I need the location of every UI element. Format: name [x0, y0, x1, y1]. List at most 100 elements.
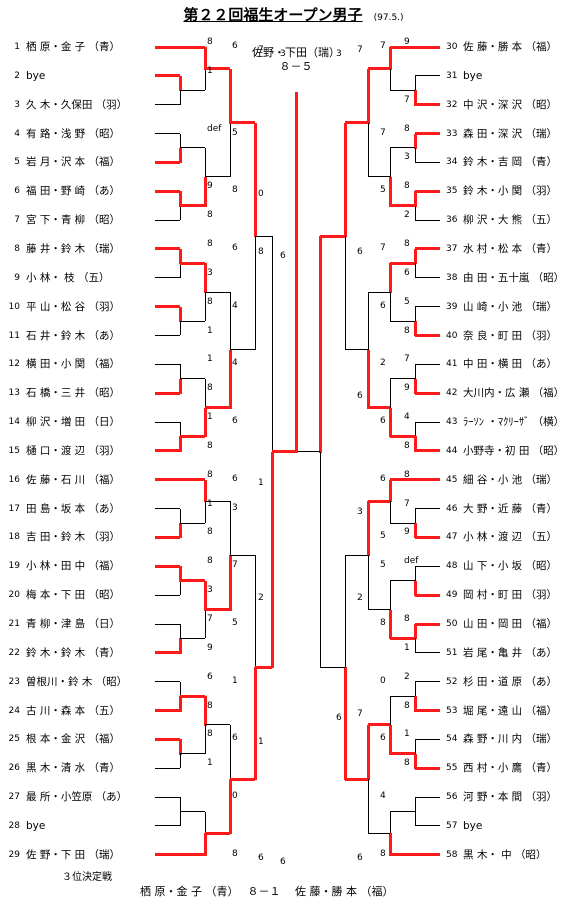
bracket-line: [179, 133, 181, 148]
match-score: 7: [232, 560, 238, 571]
bracket-line: [415, 738, 440, 740]
bracket-line-win: [415, 535, 440, 539]
bracket-line: [414, 306, 416, 322]
match-score: 9: [207, 181, 213, 192]
bracket-line-win: [253, 667, 257, 781]
bracket-line-win: [178, 638, 182, 654]
player-number: 4: [14, 128, 20, 139]
match-score: 7: [404, 354, 410, 365]
bracket-line: [414, 205, 416, 221]
bracket-line-win: [368, 67, 390, 71]
match-score: 7: [380, 41, 386, 51]
player-number: 58: [446, 849, 458, 860]
match-score: 7: [380, 242, 386, 253]
match-score: 6: [280, 856, 286, 867]
bracket-line-win: [390, 204, 415, 208]
bracket-line: [389, 501, 391, 523]
bracket-line-win: [388, 724, 392, 755]
bracket-line: [414, 681, 416, 697]
match-score: 4: [232, 300, 238, 311]
bracket-line-win: [180, 434, 205, 438]
player-name: 鈴 木・鈴 木 （青）: [26, 646, 121, 659]
player-name: 堀 尾・遠 山 （福）: [463, 704, 558, 717]
bracket-line: [179, 508, 181, 524]
match-score: 8: [404, 238, 410, 249]
bracket-line: [255, 235, 272, 237]
player-name: bye: [463, 819, 483, 832]
player-name: 柳 沢・増 田 （日）: [26, 416, 121, 429]
bracket-line: [367, 779, 369, 834]
bracket-line-win: [390, 636, 415, 640]
bracket-line: [389, 147, 391, 177]
bracket-line: [320, 666, 345, 668]
bracket-line-win: [413, 133, 417, 149]
bracket-line-win: [203, 47, 207, 70]
player-number: 2: [14, 70, 20, 81]
bracket-line: [230, 349, 255, 351]
bracket-line-win: [413, 580, 417, 597]
match-score: 2: [404, 210, 410, 221]
match-score: 5: [380, 560, 386, 571]
bracket-line: [205, 724, 230, 726]
match-score: 6: [357, 852, 363, 863]
player-number: 56: [446, 792, 458, 803]
bracket-line-win: [415, 593, 440, 597]
bracket-line: [415, 75, 440, 77]
bracket-line-win: [413, 90, 417, 106]
match-score: 7: [404, 498, 410, 509]
player-number: 47: [446, 532, 458, 543]
match-score: 3: [280, 49, 286, 59]
bracket-line-win: [178, 248, 182, 265]
match-score: 6: [380, 473, 386, 484]
bracket-line: [179, 753, 181, 769]
player-name: 中 沢・深 沢 （昭）: [463, 98, 558, 111]
match-score: 8: [207, 440, 213, 451]
player-number: 16: [8, 474, 20, 485]
bracket-line-win: [415, 247, 440, 251]
player-number: 6: [14, 186, 20, 197]
player-name: 柳 沢・大 熊 （五）: [463, 214, 558, 227]
bracket-line-win: [415, 132, 440, 136]
bracket-line: [414, 739, 416, 754]
bracket-line-win: [320, 234, 345, 238]
player-name: 根 本・金 沢 （福）: [26, 733, 121, 746]
match-score: 6: [232, 41, 238, 51]
bracket-line: [229, 501, 231, 556]
bracket-line: [179, 580, 181, 596]
bracket-line-win: [155, 853, 205, 857]
bracket-line-win: [413, 753, 417, 770]
bracket-line: [368, 609, 390, 611]
bracket-line-win: [366, 68, 370, 124]
bracket-line-win: [178, 306, 182, 323]
player-number: 27: [8, 792, 20, 803]
player-name: 栖 原・金 子 （青）: [26, 41, 121, 53]
player-name: 中 田・横 田 （あ）: [463, 358, 558, 371]
match-score: 8: [207, 238, 213, 249]
match-score: 7: [207, 614, 213, 624]
match-score: 9: [404, 37, 410, 47]
bracket-line-win: [155, 564, 180, 568]
match-score: 7: [404, 94, 410, 105]
player-name: 吉 田・鈴 木 （羽）: [26, 531, 121, 544]
match-score: 8: [207, 210, 213, 221]
title-text: 第２２回福生オープン男子: [183, 6, 363, 24]
match-score: 5: [404, 296, 410, 307]
bracket-line-win: [368, 499, 390, 503]
bracket-line-win: [368, 723, 390, 727]
player-number: 3: [14, 99, 20, 110]
match-score: 6: [232, 416, 238, 427]
player-number: 25: [8, 734, 20, 745]
player-number: 49: [446, 590, 458, 601]
bracket-line-win: [413, 436, 417, 452]
match-score: 8: [207, 527, 213, 538]
bracket-line-win: [415, 449, 440, 453]
match-score: 8: [207, 700, 213, 711]
bracket-line: [155, 681, 180, 683]
bracket-line: [179, 90, 181, 105]
player-number: 21: [8, 619, 20, 629]
match-score: 6: [232, 242, 238, 253]
bracket-line: [179, 681, 181, 697]
bracket-line-win: [343, 122, 347, 238]
player-number: 48: [446, 561, 458, 572]
